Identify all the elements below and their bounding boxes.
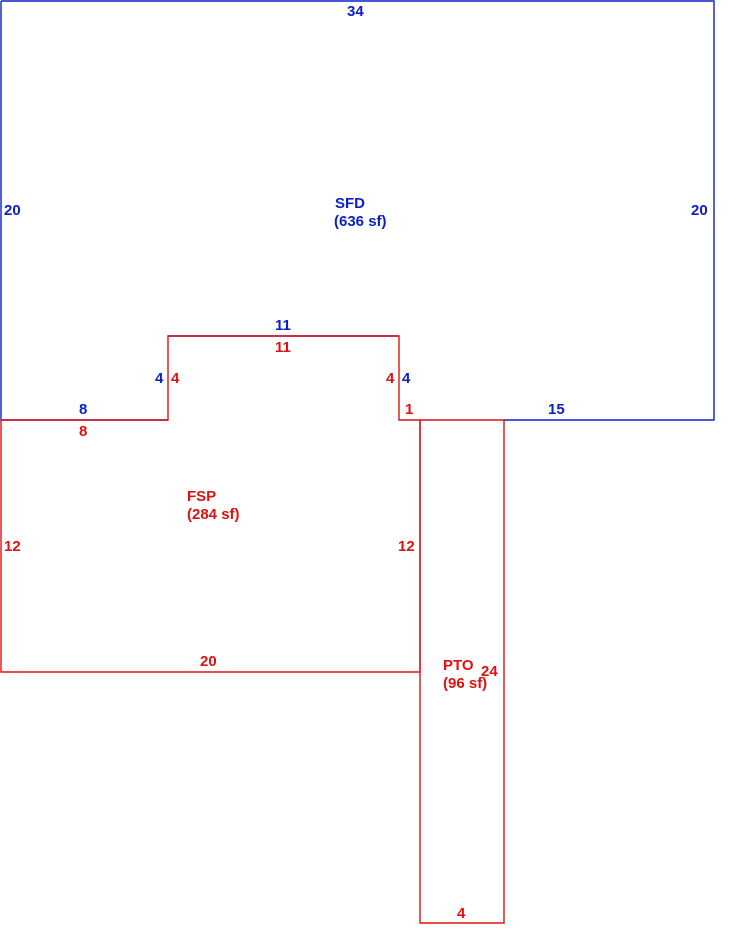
sfd-notch-top-dimension: 11 (275, 317, 291, 334)
sfd-right-dimension: 20 (691, 202, 708, 219)
fsp-top-left-dimension: 8 (79, 423, 87, 440)
fsp-notch-left-dimension: 4 (171, 370, 180, 387)
sfd-area-code: SFD (335, 195, 365, 212)
sfd-bottom-left-dimension: 8 (79, 401, 87, 418)
fsp-bottom-dimension: 20 (200, 653, 217, 670)
fsp-outline (0, 335, 421, 673)
pto-area-size: (96 sf) (443, 675, 487, 692)
fsp-notch-top-dimension: 11 (275, 339, 291, 356)
sfd-notch-right-dimension: 4 (402, 370, 411, 387)
fsp-area-size: (284 sf) (187, 506, 240, 523)
fsp-area-code: FSP (187, 488, 216, 505)
pto-bottom-dimension: 4 (457, 905, 466, 922)
fsp-notch-right-dimension: 4 (386, 370, 395, 387)
fsp-right-dimension: 12 (398, 538, 415, 555)
sfd-notch-left-dimension: 4 (155, 370, 164, 387)
sfd-bottom-right-dimension: 15 (548, 401, 565, 418)
sfd-area-size: (636 sf) (334, 213, 387, 230)
fsp-left-dimension: 12 (4, 538, 21, 555)
pto-area-code: PTO (443, 657, 474, 674)
pto-right-dimension: 24 (481, 663, 498, 680)
sfd-top-dimension: 34 (347, 3, 364, 20)
fsp-step-dimension: 1 (405, 401, 413, 418)
sfd-left-dimension: 20 (4, 202, 21, 219)
pto-outline (419, 419, 505, 924)
